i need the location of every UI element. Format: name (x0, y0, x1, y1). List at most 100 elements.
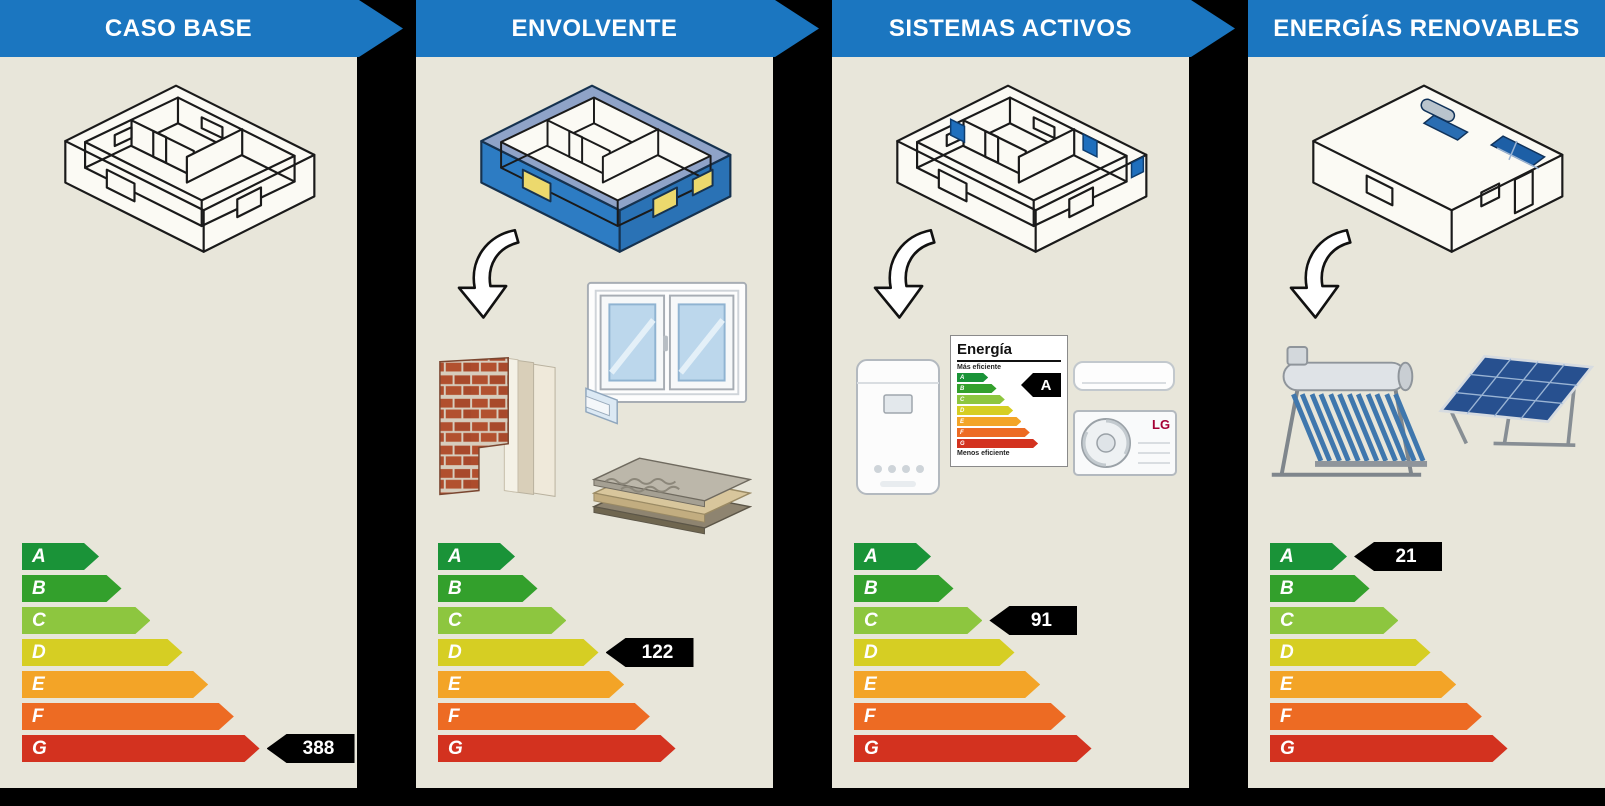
band-e: E (1270, 671, 1456, 698)
mini-band-d: D (957, 406, 1013, 415)
band-g: G (22, 735, 260, 762)
band-row-f: F (438, 703, 759, 730)
band-letter: G (448, 737, 463, 759)
band-a: A (438, 543, 515, 570)
ac-outdoor-unit-photo: LG (1072, 409, 1178, 479)
panel-title: ENVOLVENTE (511, 14, 678, 42)
band-letter: B (448, 577, 462, 599)
band-a: A (22, 543, 99, 570)
band-row-d: D (22, 639, 343, 666)
band-row-c: C (22, 607, 343, 634)
wall-insulation-photo (436, 350, 558, 511)
band-letter: D (864, 641, 878, 663)
energy-label-more-efficient: Más eficiente (957, 364, 1001, 371)
band-a: A (854, 543, 931, 570)
panel-sistemas-activos: SISTEMAS ACTIVOS (832, 0, 1189, 806)
band-c: C (22, 607, 150, 634)
lg-logo: LG (1152, 417, 1170, 432)
band-row-e: E (1270, 671, 1591, 698)
band-row-c: C 91 (854, 606, 1175, 635)
energy-value-badge: 91 (989, 606, 1078, 635)
energy-rating-scale: A B C D 122 E F G (438, 543, 759, 762)
band-letter: E (448, 673, 461, 695)
band-f: F (22, 703, 234, 730)
band-row-e: E (438, 671, 759, 698)
energy-value-badge: 21 (1354, 542, 1443, 571)
band-row-g: G 388 (22, 734, 355, 763)
band-letter: G (1280, 737, 1295, 759)
band-letter: C (1280, 609, 1294, 631)
panel-body-energias-renovables: A 21 B C D E F G (1248, 57, 1605, 788)
band-row-a: A (854, 543, 1175, 570)
rating-a-arrow: A (1021, 373, 1061, 397)
band-row-b: B (854, 575, 1175, 602)
panel-energias-renovables: ENERGÍAS RENOVABLES (1248, 0, 1605, 806)
band-row-e: E (22, 671, 343, 698)
band-letter: E (864, 673, 877, 695)
band-g: G (854, 735, 1092, 762)
band-d: D (22, 639, 183, 666)
energy-label-bands: A B C D E F G A (957, 373, 1061, 448)
band-row-d: D 122 (438, 638, 759, 667)
band-letter: B (864, 577, 878, 599)
band-row-c: C (438, 607, 759, 634)
panel-title: SISTEMAS ACTIVOS (888, 14, 1133, 42)
mini-band-g: G (957, 439, 1038, 448)
band-letter: C (864, 609, 878, 631)
solar-panel-photo (1430, 329, 1598, 452)
band-d: D (1270, 639, 1431, 666)
band-f: F (1270, 703, 1482, 730)
curved-down-arrow-icon (457, 228, 520, 319)
band-row-a: A 21 (1270, 542, 1591, 571)
house-radiators-illustration (896, 84, 1148, 253)
house-wireframe-illustration (64, 84, 316, 253)
energy-label-less-efficient: Menos eficiente (957, 450, 1010, 457)
panel-body-caso-base: A B C D E F G 388 (0, 57, 357, 788)
band-d: D (438, 639, 599, 666)
band-letter: F (864, 705, 876, 727)
band-letter: B (32, 577, 46, 599)
roof-solar-collectors (1420, 98, 1546, 170)
energy-value: 91 (1030, 609, 1052, 631)
band-letter: A (1280, 545, 1294, 567)
panel-header-caso-base: CASO BASE (0, 0, 403, 57)
panel-body-sistemas-activos: Energía Más eficiente A B C D E F G A Me… (832, 57, 1189, 788)
band-c: C (438, 607, 566, 634)
band-letter: D (448, 641, 462, 663)
band-letter: A (448, 545, 462, 567)
ac-indoor-unit-photo (1072, 360, 1176, 392)
curved-down-arrow-icon (873, 228, 936, 319)
mini-band-f: F (957, 428, 1030, 437)
energy-label-title: Energía (957, 341, 1061, 362)
band-row-b: B (438, 575, 759, 602)
band-letter: C (448, 609, 462, 631)
band-letter: A (32, 545, 46, 567)
energy-rating-scale: A 21 B C D E F G (1270, 542, 1591, 762)
band-letter: D (32, 641, 46, 663)
band-row-b: B (22, 575, 343, 602)
band-g: G (1270, 735, 1508, 762)
band-g: G (438, 735, 676, 762)
boiler-photo (854, 357, 942, 497)
band-b: B (1270, 575, 1370, 602)
solar-water-heater-photo (1258, 345, 1430, 488)
band-b: B (854, 575, 954, 602)
band-letter: A (864, 545, 878, 567)
band-b: B (22, 575, 122, 602)
roof-insulation-photo (592, 433, 752, 535)
band-letter: F (448, 705, 460, 727)
band-row-g: G (854, 735, 1175, 762)
band-e: E (438, 671, 624, 698)
band-letter: B (1280, 577, 1294, 599)
band-letter: G (32, 737, 47, 759)
band-letter: D (1280, 641, 1294, 663)
band-a: A (1270, 543, 1347, 570)
panel-body-envolvente: A B C D 122 E F G (416, 57, 773, 788)
band-row-b: B (1270, 575, 1591, 602)
band-row-d: D (854, 639, 1175, 666)
energy-value: 388 (302, 737, 335, 759)
band-row-a: A (438, 543, 759, 570)
panel-title: ENERGÍAS RENOVABLES (1273, 14, 1580, 42)
band-f: F (854, 703, 1066, 730)
